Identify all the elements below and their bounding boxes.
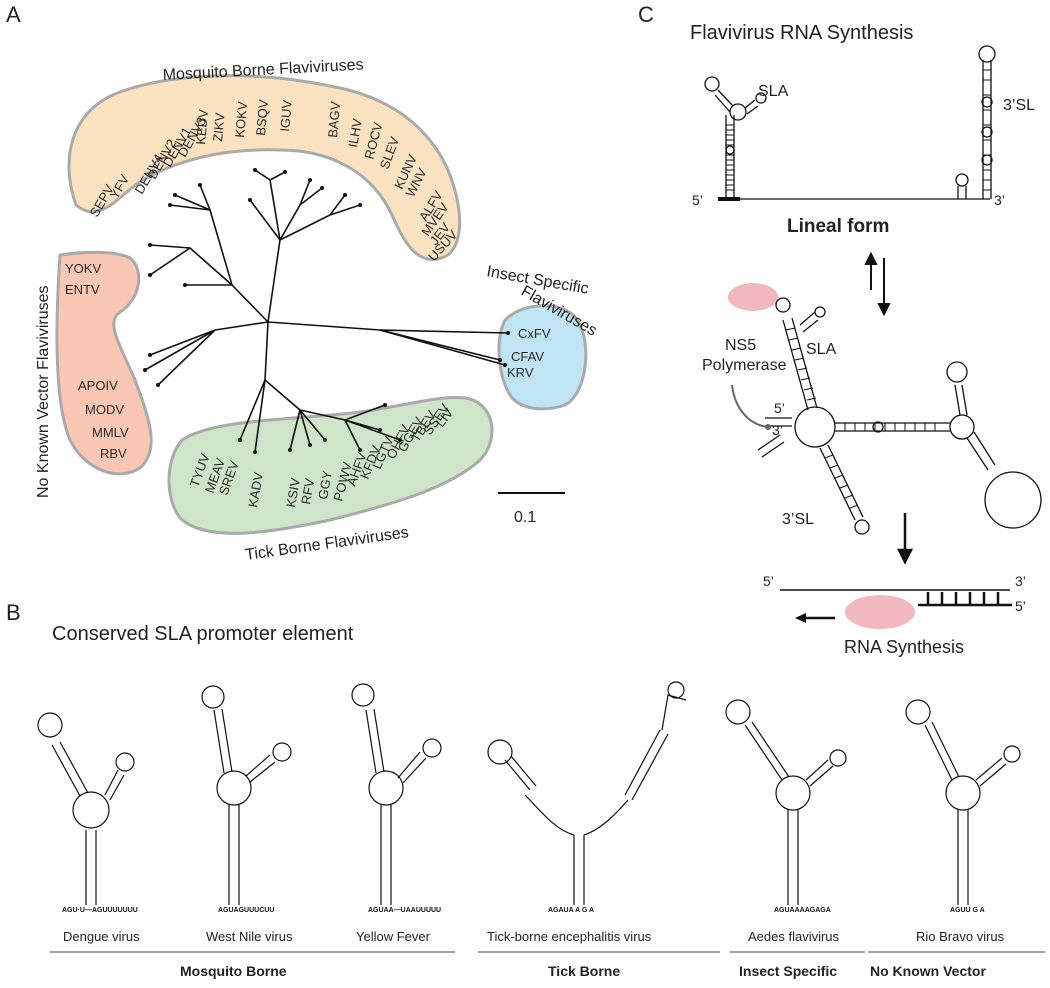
tail-sequence: AGUAA—UAAUUUUU xyxy=(368,907,441,914)
no-vector-label: No Known Vector Flaviviruses xyxy=(35,285,52,498)
structure-name: Rio Bravo virus xyxy=(916,929,1005,944)
synthesis-nascent-five-prime: 5’ xyxy=(1015,598,1026,614)
virus-label: CxFV xyxy=(518,326,551,341)
polymerase-transfer-arrow xyxy=(731,384,769,428)
tick-virus-labels: TYUV MEAV SREV KADV KSIV RFV GGY POWV AH… xyxy=(187,400,457,508)
tail-sequence: AGAUA A G A xyxy=(548,907,594,914)
tail-sequence: AGUAAAAGAGA xyxy=(774,907,831,914)
circular-sla-label: SLA xyxy=(806,341,837,358)
virus-label: RFV xyxy=(298,477,317,506)
structure-name: West Nile virus xyxy=(206,929,293,944)
insect-virus-labels: CxFV CFAV KRV xyxy=(507,326,551,380)
virus-label: MODV xyxy=(85,402,124,417)
sla-structure-rio-bravo: AGUU G A Rio Bravo virus xyxy=(905,699,1021,944)
sla-structure-tbev: AGAUA A G A Tick-borne encephalitis viru… xyxy=(487,681,687,944)
sla-structure-dengue: AGU·U—AGUUUUUUU Dengue virus xyxy=(37,712,140,944)
synthesis-five-prime: 5’ xyxy=(763,573,774,589)
rna-synthesis-label: RNA Synthesis xyxy=(844,637,964,657)
circular-3sl-label: 3’SL xyxy=(782,511,814,528)
linear-3sl-label: 3’SL xyxy=(1003,97,1035,114)
linear-sla-label: SLA xyxy=(758,83,789,100)
no-vector-region xyxy=(55,250,153,476)
tree-tips xyxy=(143,168,510,454)
structure-name: Tick-borne encephalitis virus xyxy=(487,929,652,944)
virus-label: KEDV xyxy=(193,108,211,145)
virus-label: YOKV xyxy=(65,261,101,276)
mosquito-borne-region xyxy=(67,74,462,261)
virus-label: BAGV xyxy=(325,101,343,139)
virus-label: ILHV xyxy=(345,117,365,148)
virus-label: ENTV xyxy=(65,282,100,297)
sla-structure-west-nile: AGUAGUUUCUU West Nile virus xyxy=(201,685,293,944)
virus-label: RBV xyxy=(100,446,127,461)
virus-label: ZIKV xyxy=(210,112,227,142)
circular-three-prime: 3’ xyxy=(772,422,783,438)
virus-label: KADV xyxy=(245,471,266,509)
group-insect-specific: Insect Specific xyxy=(739,963,837,979)
circular-form-diagram: SLA NS5 Polymerase 5’ 3’ xyxy=(702,283,1042,535)
synthesis-arrow xyxy=(896,513,914,565)
group-mosquito-borne: Mosquito Borne xyxy=(180,963,287,979)
synthesis-three-prime: 3’ xyxy=(1015,573,1026,589)
phylogenetic-tree xyxy=(144,169,509,453)
linear-form-label: Lineal form xyxy=(787,216,889,237)
sla-structure-yellow-fever: AGUAA—UAAUUUUU Yellow Fever xyxy=(351,683,442,944)
panel-c-letter: C xyxy=(638,2,654,27)
equilibrium-arrows xyxy=(864,251,891,317)
linear-five-prime: 5’ xyxy=(692,192,703,208)
panel-b-letter: B xyxy=(6,600,21,625)
group-tick-borne: Tick Borne xyxy=(548,963,620,979)
panel-a: A Mosquito Borne Flaviviruses No Known V… xyxy=(6,2,600,564)
virus-label: APOIV xyxy=(78,378,118,393)
group-no-known-vector: No Known Vector xyxy=(870,963,986,979)
panel-c: C Flavivirus RNA Synthesis xyxy=(638,2,1042,657)
panel-a-letter: A xyxy=(6,2,21,27)
virus-label: CFAV xyxy=(511,349,544,364)
virus-label: BSQV xyxy=(253,99,271,137)
ns5-polymerase xyxy=(845,595,915,629)
sla-structure-aedes: AGUAAAAGAGA Aedes flavivirus xyxy=(725,699,847,944)
tail-sequence: AGUU G A xyxy=(950,907,985,914)
tail-sequence: AGU·U—AGUUUUUUU xyxy=(62,907,138,914)
panel-b: B Conserved SLA promoter element AGU·U—A… xyxy=(6,600,1045,979)
structure-name: Dengue virus xyxy=(63,929,140,944)
scale-bar-label: 0.1 xyxy=(514,509,536,526)
virus-label: IGUV xyxy=(277,99,295,132)
panel-c-title: Flavivirus RNA Synthesis xyxy=(690,22,913,44)
virus-label: KSIV xyxy=(283,476,303,508)
ns5-label-1: NS5 xyxy=(725,337,756,354)
tick-borne-region xyxy=(167,395,494,535)
linear-form-diagram: SLA 5’ 3’ 3’SL xyxy=(692,45,1035,208)
tail-sequence: AGUAGUUUCUU xyxy=(218,907,274,914)
virus-label: GGY xyxy=(315,469,335,500)
virus-label: MMLV xyxy=(92,425,129,440)
ns5-label-2: Polymerase xyxy=(702,357,787,374)
structure-name: Yellow Fever xyxy=(356,929,431,944)
linear-three-prime: 3’ xyxy=(994,192,1005,208)
no-vector-virus-labels: YOKV ENTV APOIV MODV MMLV RBV xyxy=(65,261,129,461)
structure-name: Aedes flavivirus xyxy=(748,929,840,944)
virus-label: KOKV xyxy=(232,101,250,139)
rna-synthesis-diagram: 5’ 3’ 5’ RNA Synthesis xyxy=(763,573,1026,657)
virus-label: KRV xyxy=(507,365,534,380)
panel-b-title: Conserved SLA promoter element xyxy=(52,623,354,645)
circular-five-prime: 5’ xyxy=(774,400,785,416)
insect-specific-region xyxy=(497,304,588,411)
